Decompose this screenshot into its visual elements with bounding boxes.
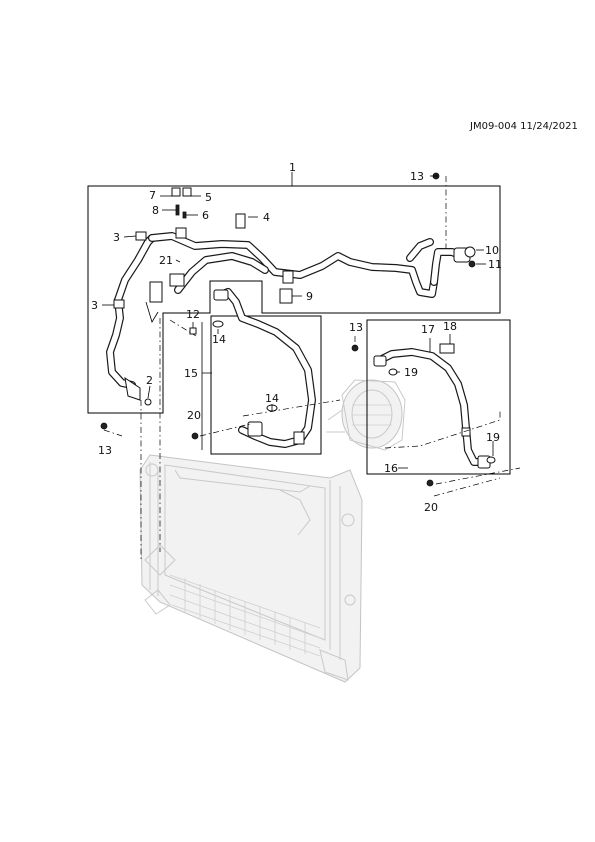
callout-3-lower: 3 [91, 299, 98, 312]
callout-8: 8 [152, 204, 159, 217]
callout-3-upper: 3 [113, 231, 120, 244]
ac-hose-15 [213, 288, 316, 448]
callout-14-lower: 14 [265, 392, 279, 405]
ac-hose-16 [373, 343, 491, 469]
callout-19-lower: 19 [486, 431, 500, 444]
alignment-lines [103, 176, 521, 560]
callout-5: 5 [205, 191, 212, 204]
radiator-module-ghost [139, 454, 363, 683]
leader-lines [102, 172, 494, 469]
callout-4: 4 [263, 211, 270, 224]
kit-frame-1 [87, 185, 501, 414]
callout-10: 10 [485, 244, 499, 257]
kit-frame-15 [210, 315, 322, 455]
kit-frame-16 [366, 319, 511, 475]
callout-20-left: 20 [187, 409, 201, 422]
callout-9: 9 [306, 290, 313, 303]
callout-13-middle: 13 [349, 321, 363, 334]
callout-13-lower: 13 [98, 444, 112, 457]
callout-7: 7 [149, 189, 156, 202]
ac-line-assembly-1 [106, 227, 471, 401]
diagram-reference-code: JM09-004 11/24/2021 [470, 121, 578, 132]
callout-1: 1 [289, 161, 296, 174]
callout-20-right: 20 [424, 501, 438, 514]
callout-19-upper: 19 [404, 366, 418, 379]
callout-12: 12 [186, 308, 200, 321]
callout-6: 6 [202, 209, 209, 222]
callouts: 1 13 7 5 8 6 4 3 10 21 11 9 3 12 13 17 1… [91, 161, 502, 514]
callout-11: 11 [488, 258, 502, 271]
callout-15: 15 [184, 367, 198, 380]
callout-17: 17 [421, 323, 435, 336]
callout-14-upper: 14 [212, 333, 226, 346]
ac-compressor-ghost [326, 379, 406, 451]
callout-16: 16 [384, 462, 398, 475]
callout-13: 13 [410, 170, 424, 183]
callout-21: 21 [159, 254, 173, 267]
callout-18: 18 [443, 320, 457, 333]
callout-2: 2 [146, 374, 153, 387]
